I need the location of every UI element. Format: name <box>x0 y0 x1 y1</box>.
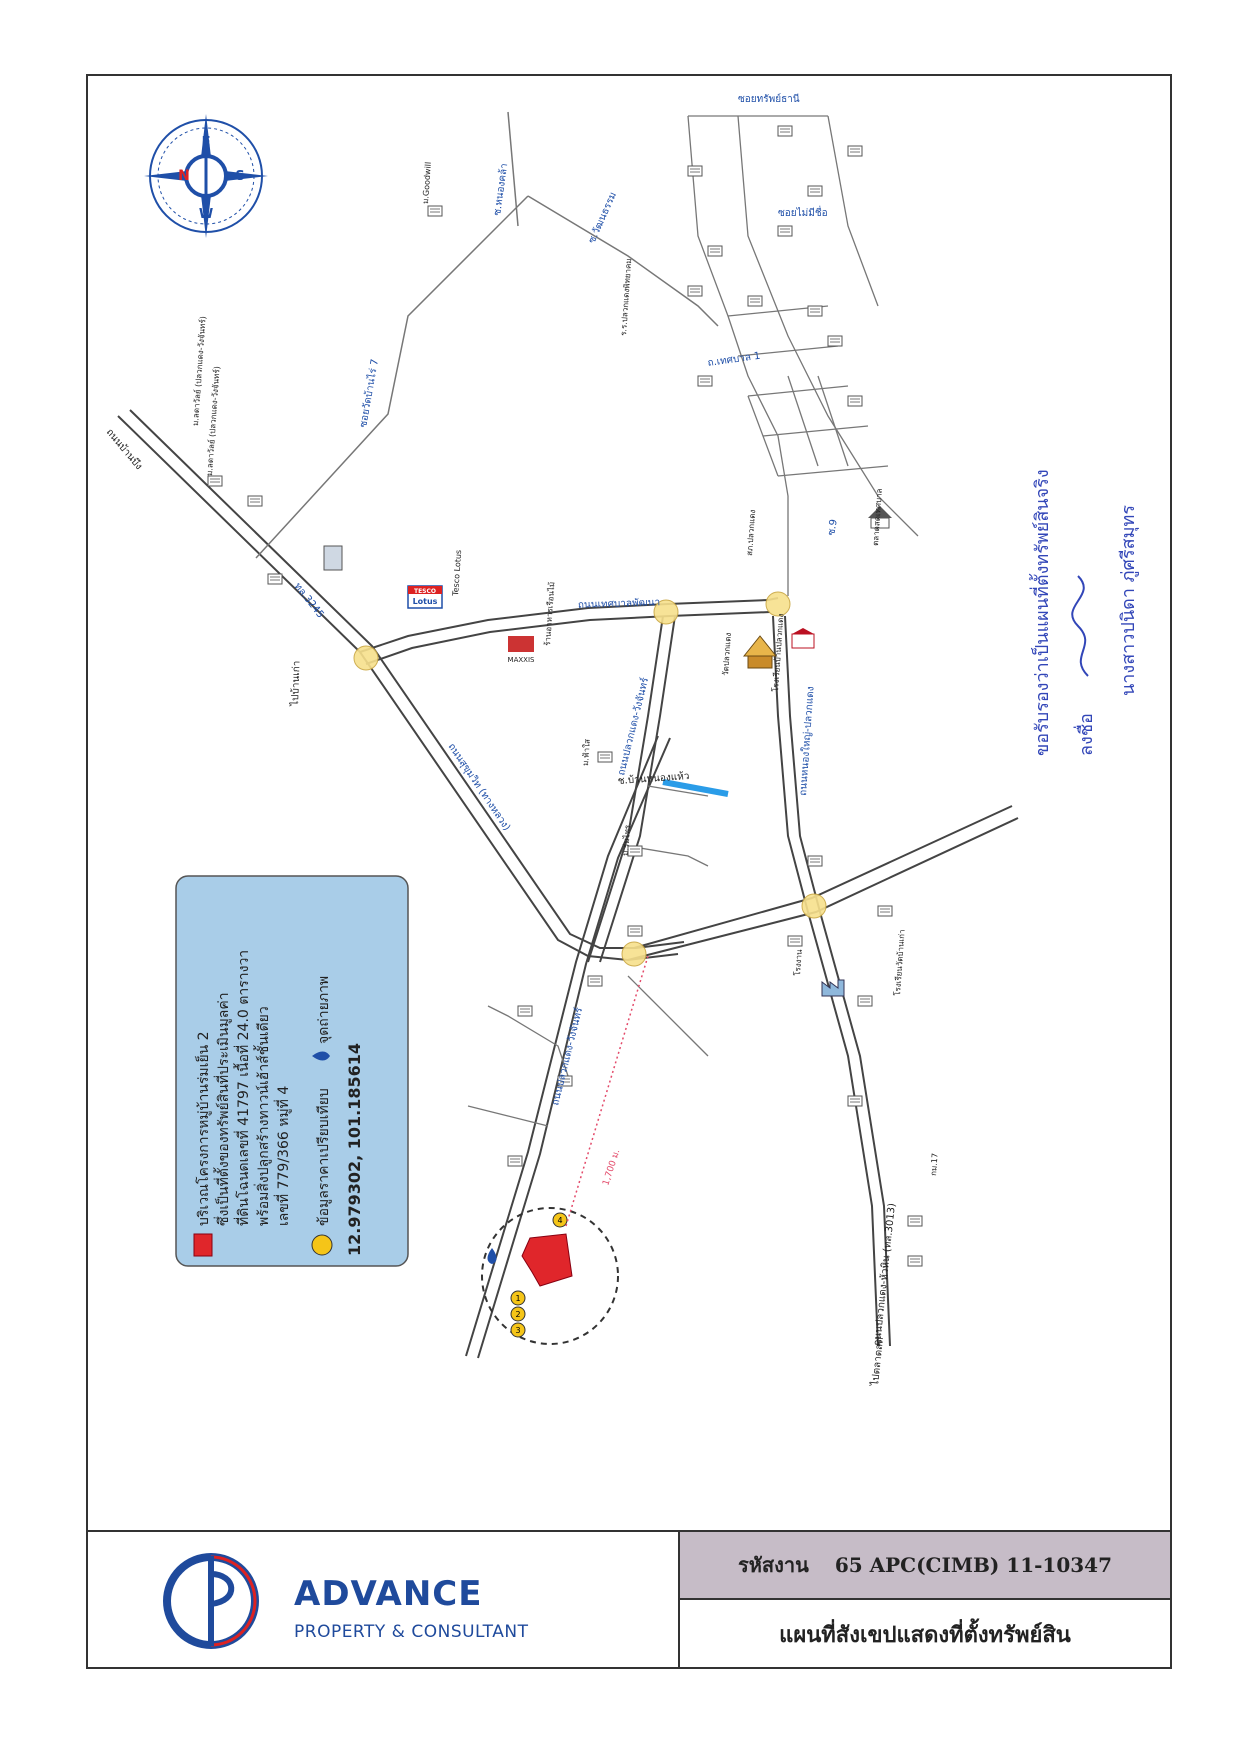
road-right-vertical <box>772 615 891 1347</box>
advance-logo-icon <box>163 1553 259 1649</box>
subject-property[interactable] <box>521 1233 573 1287</box>
legend-coords: 12.979302, 101.185614 <box>345 1043 364 1256</box>
signature-name: นางสาวปนิดา ภู่ศรีสมุทร <box>1118 505 1139 696</box>
svg-text:MAXXIS: MAXXIS <box>508 656 535 664</box>
legend-photo-icon <box>312 1051 330 1061</box>
comparable-label-4: 4 <box>557 1216 562 1225</box>
footer: ADVANCE PROPERTY & CONSULTANT รหัสงาน 65… <box>86 1530 1172 1669</box>
junctions <box>353 591 827 967</box>
road-label-left-top: ซ.หนองคล้า <box>491 163 510 217</box>
signature-label: ลงชื่อ <box>1073 713 1097 756</box>
distance-line <box>565 955 649 1227</box>
compass-east: E <box>202 135 211 150</box>
comparable-label-2: 2 <box>515 1310 520 1319</box>
legend-line3: ที่ดินโฉนดเลขที่ 41797 เนื้อที่ 24.0 ตาร… <box>233 950 252 1226</box>
road-label-soi-top: ซอยทรัพย์ธานี <box>738 93 800 105</box>
job-code-box: รหัสงาน 65 APC(CIMB) 11-10347 <box>680 1532 1170 1600</box>
road-label-to-right: ไปตลาดสด <box>869 1337 886 1388</box>
photo-point-icon <box>487 1248 497 1264</box>
road-label-soi-ktm1: ถ.เทศบาล 1 <box>707 351 761 369</box>
junction-1 <box>353 645 379 671</box>
road-label-pluak-wangchan-b: ถนนปลวกแดง-วังจันทร์ <box>549 1006 585 1107</box>
place-school-bottom: โรงเรียนวัดบ้านเก่า <box>892 929 907 996</box>
place-restaurant: ร้านอาหารเรือนไม้ <box>543 581 556 646</box>
road-label-soi-9: ซ.9 <box>826 519 840 537</box>
road-label-soi-upper: ซ.วัฒนธรรม <box>587 191 619 246</box>
place-lda2: ม.ลดาวัลย์ (ปลวกแดง-วังจันทร์) <box>204 366 222 476</box>
road-label-main: ถนนสุขุมวิท (ทางหลวง) <box>446 742 513 833</box>
tesco-lotus-icon: TESCO Lotus <box>407 585 443 609</box>
road-label-r3245: ทล.3245 <box>292 581 326 620</box>
map-canvas: N E S W <box>104 93 1139 1388</box>
road-label-top: ถนนบ้านบึง <box>104 426 145 472</box>
place-romsai: ม.ร่มไทร <box>621 824 632 856</box>
signature-cert: ขอรับรองว่าเป็นแผนที่ตั้งทรัพย์สินจริง <box>1029 469 1053 756</box>
legend-line2: ซึ่งเป็นที่ตั้งของทรัพย์สินที่ประเมินมูล… <box>213 992 232 1226</box>
subject-area-circle <box>481 1207 619 1345</box>
svg-text:Lotus: Lotus <box>413 597 438 606</box>
road-label-soi-mai: ซอยไม่มีชื่อ <box>778 205 828 219</box>
brand-name: ADVANCE <box>294 1574 483 1614</box>
junction-3 <box>765 591 791 617</box>
place-wat: วัดปลวกแดง <box>721 632 733 676</box>
bank-icon <box>323 545 343 571</box>
road-bottom-vertical <box>465 735 671 1359</box>
road-label-ban-nong-hat: ช.บ้านหนองแห้ว <box>617 770 689 787</box>
comparable-label-3: 3 <box>515 1326 520 1335</box>
legend-comparable: ข้อมูลราคาเปรียบเทียบ <box>316 1088 332 1226</box>
brand-subtitle: PROPERTY & CONSULTANT <box>294 1622 529 1642</box>
place-lda1: ม.ลดาวัลย์ (ปลวกแดง-วังจันทร์) <box>190 316 208 426</box>
distance-label: 1,700 ม. <box>601 1148 622 1187</box>
road-label-left-mid: ซอยวัดบ้านไร่ 7 <box>357 358 381 429</box>
map-title: แผนที่สังเขปแสดงที่ตั้งทรัพย์สิน <box>779 1622 1071 1648</box>
river <box>662 779 729 797</box>
place-fasai: ม.ฟ้าใส <box>581 739 592 766</box>
legend-subject-swatch <box>193 1233 213 1257</box>
road-label-to-kao: ไปบ้านเก่า <box>289 660 303 707</box>
road-bottom-side <box>467 785 709 1127</box>
maxxis-icon: MAXXIS <box>508 636 535 664</box>
road-label-nong-yai: ถนนหนองใหญ่-ปลวกแดง <box>797 686 817 796</box>
job-code-value: 65 APC(CIMB) 11-10347 <box>834 1553 1112 1577</box>
road-from-ktm <box>587 615 676 963</box>
junction-2 <box>653 599 679 625</box>
legend-line4: พร้อมสิ่งปลูกสร้างทาวน์เฮ้าส์ชั้นเดียว <box>253 1006 272 1226</box>
temple-icon <box>742 635 778 669</box>
road-top-left <box>255 111 719 559</box>
legend-line5: เลขที่ 779/366 หมู่ที่ 4 <box>274 1086 292 1226</box>
legend-box: บริเวณโครงการหมู่บ้านร่มเย็น 2 ซึ่งเป็นท… <box>175 875 409 1267</box>
signature-scribble <box>1071 575 1089 677</box>
signature-block: ขอรับรองว่าเป็นแผนที่ตั้งทรัพย์สินจริง ล… <box>1029 469 1139 756</box>
market-icon <box>868 506 892 529</box>
junction-5 <box>801 893 827 919</box>
compass-rose: N E S W <box>144 114 268 238</box>
compass-south: S <box>235 169 244 184</box>
place-factory: โรงงาน <box>792 949 804 977</box>
legend-photo: จุดถ่ายภาพ <box>316 976 332 1044</box>
job-code-label: รหัสงาน <box>738 1553 809 1577</box>
place-market: ตลาดสดเทศบาล <box>871 488 884 546</box>
place-police: สภ.ปลวกแดง <box>745 509 757 556</box>
legend-comparable-swatch <box>311 1234 333 1256</box>
compass-west: W <box>199 207 213 222</box>
factory-icon <box>821 979 845 997</box>
logo-area: ADVANCE PROPERTY & CONSULTANT <box>86 1532 680 1669</box>
place-goodwill: ม.Goodwill <box>421 162 433 205</box>
road-lower-diagonal <box>627 805 1019 961</box>
svg-text:TESCO: TESCO <box>414 588 436 595</box>
comparable-markers: 1 2 3 4 <box>510 1212 568 1338</box>
compass-north: N <box>178 168 190 184</box>
legend-line1: บริเวณโครงการหมู่บ้านร่มเย็น 2 <box>194 1031 212 1226</box>
place-school-pluak: ร.ร.ปลวกแดงพิทยาคม <box>619 258 633 336</box>
road-label-ktm: ถนนเทศบาลพัฒนา <box>578 597 661 611</box>
place-tesco: Tesco Lotus <box>451 550 463 598</box>
junction-4 <box>621 941 647 967</box>
road-top-grid <box>687 115 919 596</box>
comparable-label-1: 1 <box>515 1294 520 1303</box>
school-icon <box>791 628 815 649</box>
place-km17: กม.17 <box>929 1153 940 1176</box>
